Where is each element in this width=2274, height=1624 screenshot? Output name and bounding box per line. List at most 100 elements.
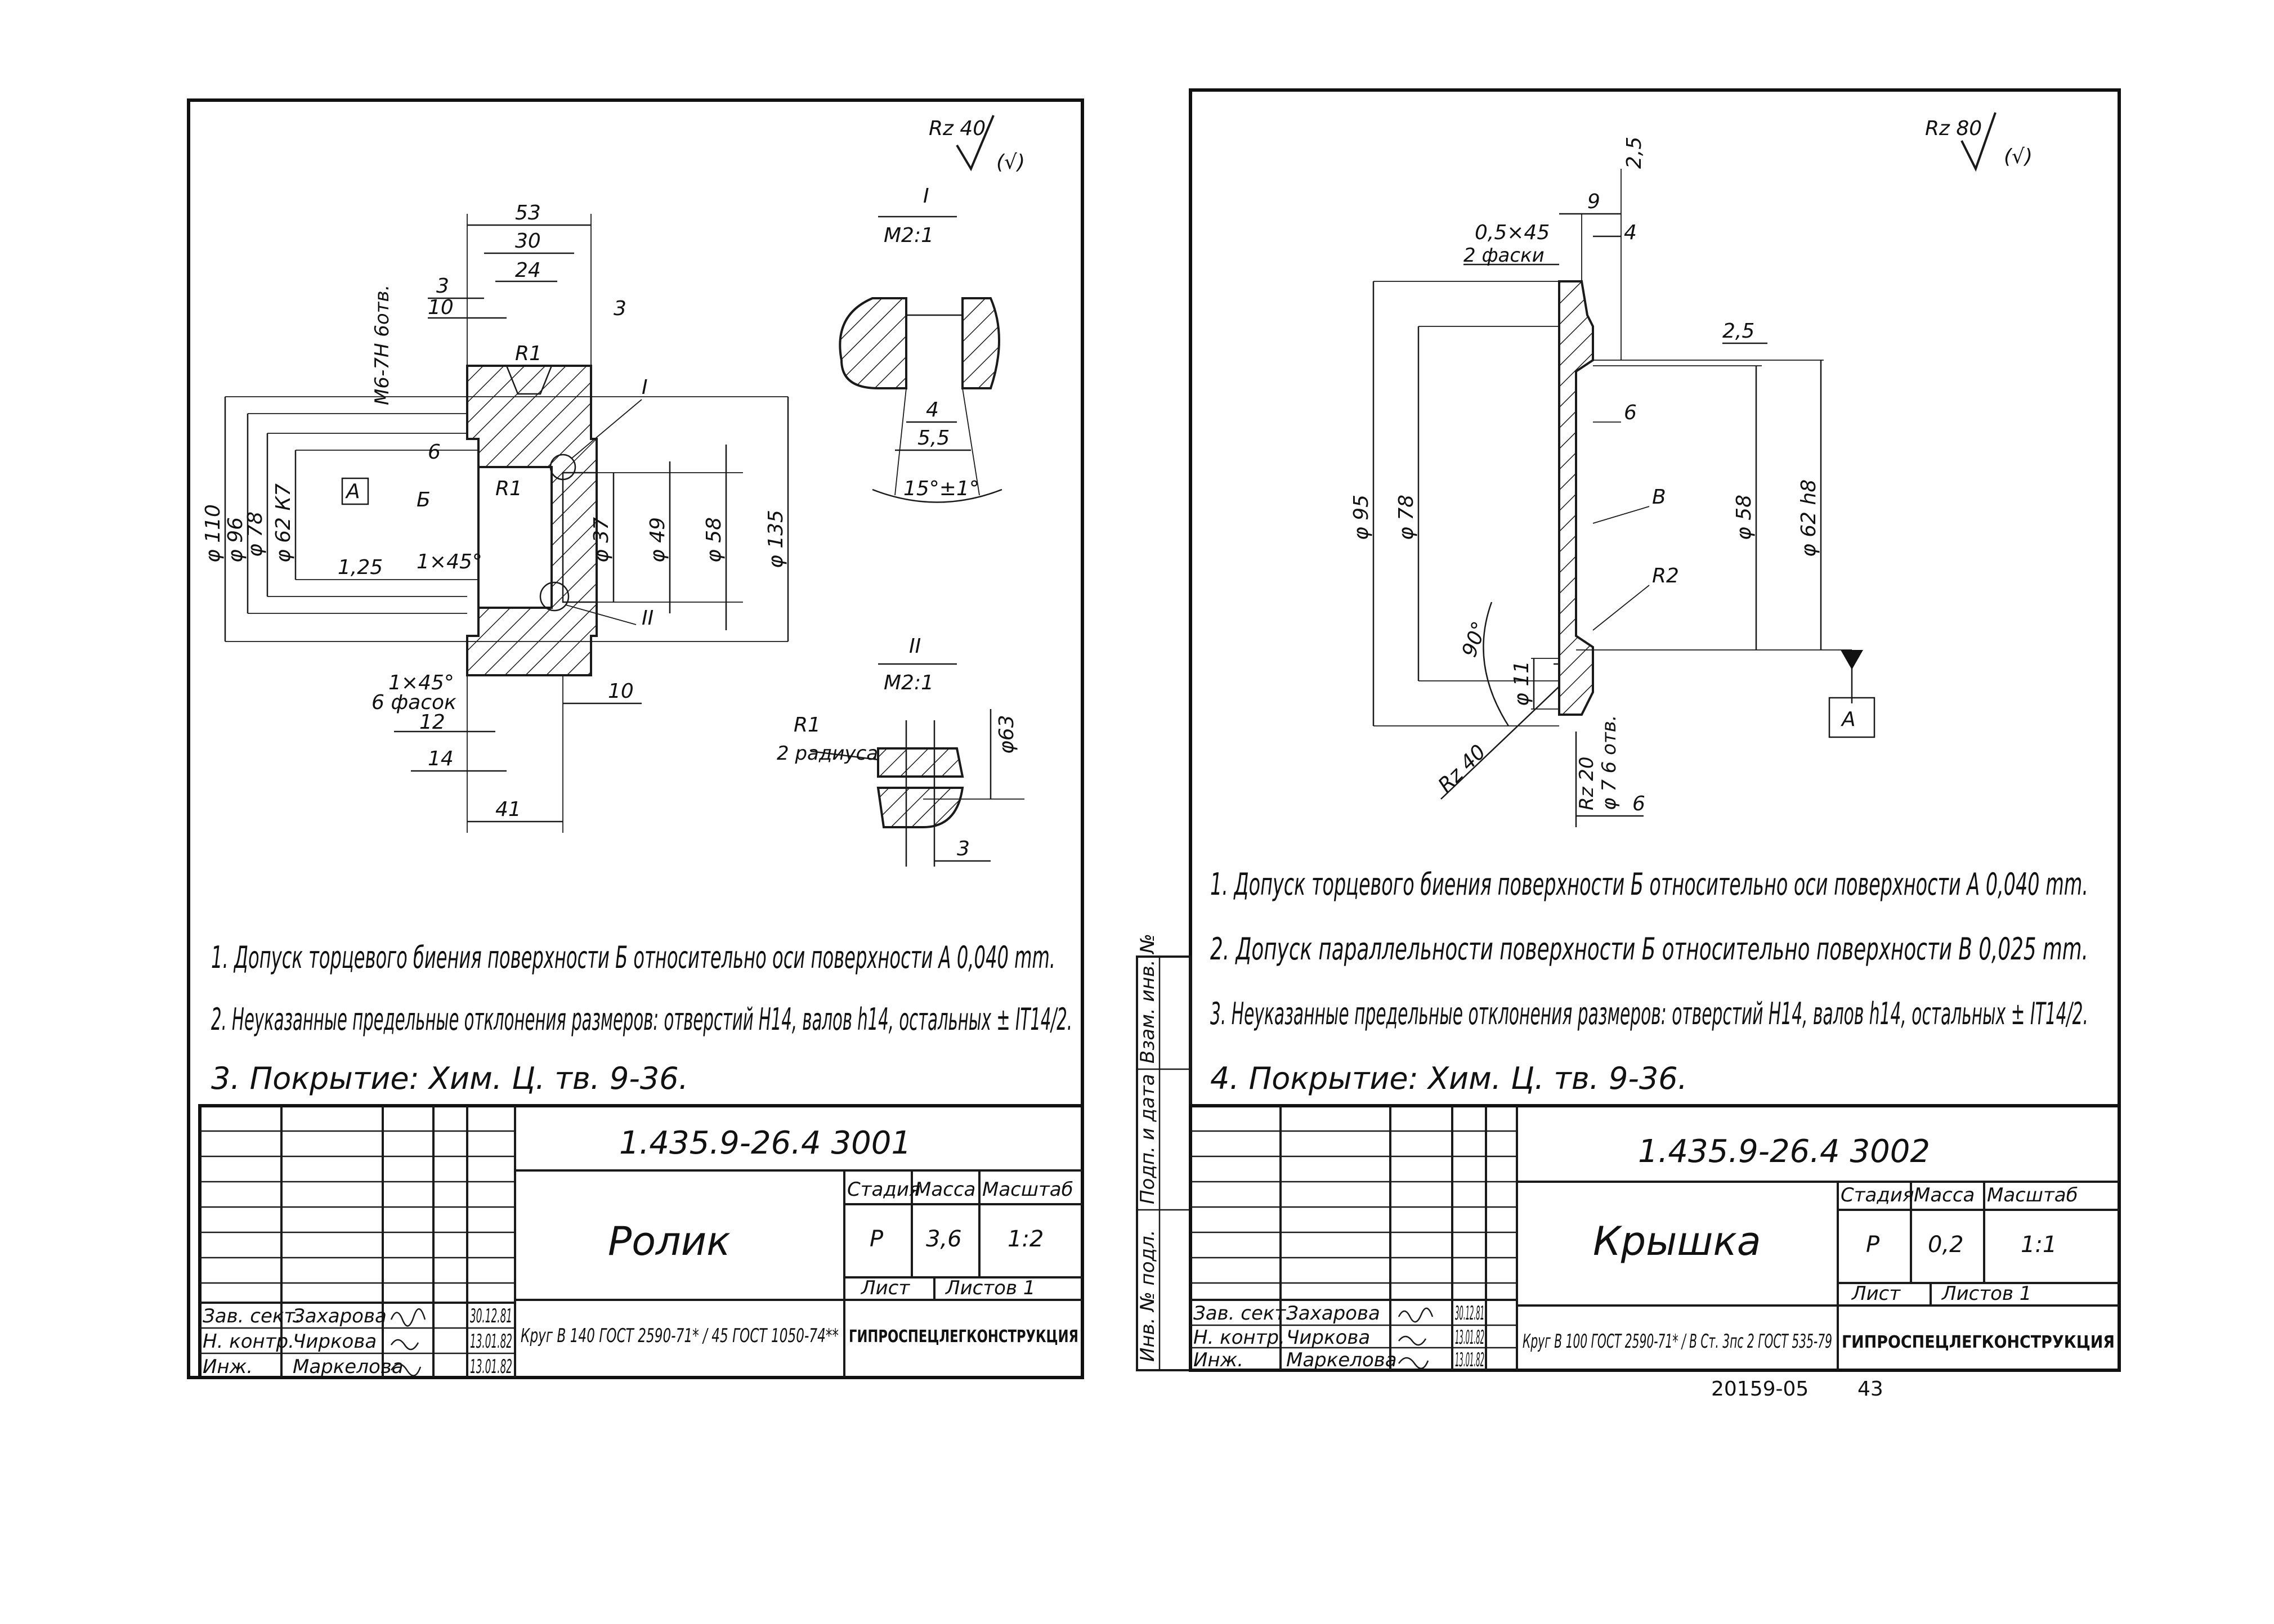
dim-3-top: 3 — [436, 275, 449, 298]
left-part-name: Ролик — [608, 1218, 731, 1264]
svg-text:φ 7 6 отв.: φ 7 6 отв. — [1598, 715, 1621, 810]
svg-text:M2:1: M2:1 — [884, 224, 934, 247]
left-doc-code: 1.435.9-26.4 3001 — [619, 1125, 911, 1161]
svg-text:13.01.82: 13.01.82 — [1455, 1349, 1484, 1371]
svg-text:2. Допуск параллельности повер: 2. Допуск параллельности поверхности Б о… — [1210, 931, 2088, 967]
svg-text:φ 78: φ 78 — [1395, 495, 1418, 540]
dim-14: 14 — [428, 747, 454, 770]
left-sheet: Rz 40 (√) — [187, 98, 1084, 1379]
svg-text:Зав. сект.: Зав. сект. — [1193, 1302, 1292, 1325]
svg-text:13.01.82: 13.01.82 — [470, 1330, 512, 1353]
dim-10-top: 10 — [428, 296, 454, 319]
svg-text:3,6: 3,6 — [926, 1226, 962, 1252]
dim-53: 53 — [515, 201, 541, 225]
svg-text:1. Допуск торцевого биения пов: 1. Допуск торцевого биения поверхности Б… — [211, 940, 1055, 975]
signature-2 — [390, 1339, 419, 1351]
svg-text:30.12.81: 30.12.81 — [1455, 1302, 1484, 1325]
right-title-block: 1.435.9-26.4 3002 Крышка Стадия Масса Ма… — [1189, 1104, 2121, 1372]
svg-text:Круг В 100 ГОСТ 2590-71* / В С: Круг В 100 ГОСТ 2590-71* / В Ст. 3пс 2 Г… — [1523, 1330, 1832, 1353]
svg-text:Листов 1: Листов 1 — [944, 1277, 1035, 1299]
svg-text:13.01.82: 13.01.82 — [1455, 1326, 1484, 1349]
section-II-detail: II M2:1 R1 2 радиуса φ63 3 — [777, 635, 1024, 867]
svg-text:3: 3 — [957, 837, 970, 860]
svg-text:Масса: Масса — [915, 1178, 975, 1201]
svg-text:Rz 20: Rz 20 — [1575, 756, 1598, 810]
svg-text:5,5: 5,5 — [917, 427, 950, 450]
svg-text:φ 95: φ 95 — [1350, 495, 1373, 540]
svg-text:φ 11: φ 11 — [1510, 661, 1533, 706]
inner-bore — [562, 472, 598, 603]
svg-text:M2:1: M2:1 — [884, 671, 934, 694]
chamfer-bottom: 1×45° — [388, 671, 454, 694]
svg-text:Зав. сект.: Зав. сект. — [203, 1305, 301, 1327]
svg-text:2,5: 2,5 — [1623, 137, 1646, 169]
svg-text:9: 9 — [1587, 190, 1600, 213]
right-doc-code: 1.435.9-26.4 3002 — [1638, 1133, 1930, 1170]
svg-text:Р: Р — [870, 1226, 884, 1252]
svg-text:6: 6 — [1632, 792, 1645, 815]
svg-text:1:2: 1:2 — [1008, 1226, 1044, 1252]
svg-text:Инж.: Инж. — [203, 1356, 253, 1378]
svg-text:15°±1°: 15°±1° — [903, 477, 979, 500]
svg-text:4: 4 — [1624, 221, 1637, 244]
svg-text:Захарова: Захарова — [293, 1305, 387, 1327]
datum-a-label: А — [345, 480, 360, 503]
section-I-detail: I M2:1 4 5,5 15°±1° — [839, 185, 1002, 503]
svg-text:4. Покрытие: Хим. Ц. тв. 9-36.: 4. Покрытие: Хим. Ц. тв. 9-36. — [1210, 1061, 1687, 1096]
dim-d62k7: φ 62 К7 — [272, 483, 295, 563]
svg-text:2. Неуказанные предельные откл: 2. Неуказанные предельные отклонения раз… — [211, 1002, 1072, 1037]
svg-text:Н. контр.: Н. контр. — [1193, 1326, 1285, 1349]
dim-r1-inner: R1 — [495, 477, 522, 500]
angle-90-arc — [1483, 602, 1510, 726]
svg-text:6: 6 — [1624, 401, 1637, 424]
dim-3-right: 3 — [614, 297, 626, 320]
svg-text:Маркелова: Маркелова — [1286, 1349, 1397, 1371]
dim-d49: φ 49 — [646, 517, 669, 563]
left-notes: 1. Допуск торцевого биения поверхности Б… — [211, 940, 1072, 1096]
archive-number: 20159-05 — [1711, 1378, 1809, 1401]
svg-text:Rz 40: Rz 40 — [929, 117, 986, 140]
cover-dimension-labels: 9 2,5 4 0,5×45 2 фаски 2,5 φ 95 φ 78 φ 5… — [1350, 137, 1856, 815]
svg-text:Масштаб: Масштаб — [982, 1178, 1073, 1201]
roller-dimension-labels: 53 30 24 3 10 3 R1 М6-7Н 6отв. φ 110 φ 9… — [202, 201, 787, 821]
svg-text:Маркелова: Маркелова — [293, 1356, 404, 1378]
callout-II-label: II — [642, 607, 653, 630]
svg-text:(√): (√) — [996, 151, 1025, 174]
dim-d135: φ 135 — [764, 510, 787, 568]
svg-text:Стадия: Стадия — [1841, 1184, 1914, 1206]
dim-d110: φ 110 — [202, 504, 225, 563]
chamfer-1x45: 1×45° — [417, 550, 482, 573]
svg-text:30.12.81: 30.12.81 — [470, 1305, 512, 1327]
svg-text:Масса: Масса — [1914, 1184, 1975, 1206]
right-notes: 1. Допуск торцевого биения поверхности Б… — [1210, 867, 2088, 1096]
svg-text:2 радиуса: 2 радиуса — [777, 742, 878, 765]
svg-text:Чиркова: Чиркова — [293, 1330, 377, 1353]
svg-text:φ 58: φ 58 — [1733, 495, 1756, 540]
svg-text:2 фаски: 2 фаски — [1463, 244, 1545, 267]
svg-text:Инв. № подл.: Инв. № подл. — [1136, 1230, 1159, 1362]
signature-r1 — [1398, 1307, 1434, 1323]
signature-r2 — [1398, 1335, 1427, 1346]
svg-text:А: А — [1841, 708, 1856, 731]
svg-text:II: II — [909, 635, 921, 658]
right-part-name: Крышка — [1593, 1218, 1761, 1264]
right-roughness-symbol: Rz 80 (√) — [1925, 112, 2033, 172]
detail-II-callout — [539, 581, 570, 612]
right-sheet-frame — [1189, 88, 2121, 1372]
left-title-block: 1.435.9-26.4 3001 Ролик Стадия Масса Мас… — [198, 1104, 1084, 1379]
svg-text:Лист: Лист — [860, 1277, 910, 1299]
datum-a-box — [341, 477, 369, 505]
svg-text:3. Покрытие: Хим. Ц. тв. 9-36.: 3. Покрытие: Хим. Ц. тв. 9-36. — [211, 1061, 688, 1096]
signature-1 — [390, 1308, 426, 1327]
svg-text:4: 4 — [926, 398, 939, 421]
svg-text:В: В — [1652, 486, 1666, 509]
left-roughness-symbol: Rz 40 (√) — [929, 115, 1025, 174]
dim-30: 30 — [515, 230, 541, 253]
svg-text:Rz 40: Rz 40 — [1434, 741, 1490, 797]
svg-text:Лист: Лист — [1851, 1282, 1901, 1305]
svg-text:1:1: 1:1 — [2021, 1232, 2057, 1258]
dim-d58: φ 58 — [702, 517, 726, 563]
svg-text:Rz 80: Rz 80 — [1925, 117, 1982, 140]
svg-text:0,2: 0,2 — [1928, 1232, 1964, 1258]
dim-41: 41 — [495, 798, 521, 821]
